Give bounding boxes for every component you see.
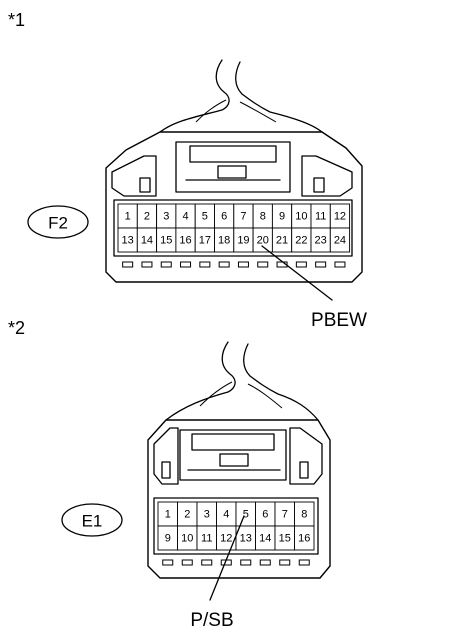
pin-number-13: 13 xyxy=(240,533,252,545)
pin-number-23: 23 xyxy=(315,235,327,247)
pin-number-7: 7 xyxy=(240,211,246,223)
pin-number-4: 4 xyxy=(182,211,188,223)
pin-number-6: 6 xyxy=(262,509,268,521)
pin-frame-1 xyxy=(113,199,353,257)
terminal-slot xyxy=(240,559,252,566)
pin-number-20: 20 xyxy=(257,235,269,247)
pin-number-10: 10 xyxy=(181,533,193,545)
lock-tab-1 xyxy=(111,141,353,197)
ref-mark-2: *2 xyxy=(8,318,25,338)
wire-harness-1 xyxy=(159,59,323,133)
pin-number-10: 10 xyxy=(295,211,307,223)
pin-number-14: 14 xyxy=(141,235,153,247)
pin-number-12: 12 xyxy=(220,533,232,545)
pin-number-9: 9 xyxy=(165,533,171,545)
pin-number-21: 21 xyxy=(276,235,288,247)
terminal-slot xyxy=(298,559,310,566)
pin-number-1: 1 xyxy=(165,509,171,521)
pin-number-8: 8 xyxy=(301,509,307,521)
pin-number-6: 6 xyxy=(221,211,227,223)
pin-number-15: 15 xyxy=(160,235,172,247)
pin-number-14: 14 xyxy=(259,533,271,545)
callout-leader-2 xyxy=(209,515,245,601)
terminal-slot xyxy=(162,559,174,566)
connector-code-badge-1: F2 xyxy=(27,205,89,239)
terminal-slot xyxy=(257,261,269,268)
terminal-slot xyxy=(237,261,249,268)
pin-number-1: 1 xyxy=(125,211,131,223)
terminal-slot xyxy=(295,261,307,268)
pin-number-12: 12 xyxy=(334,211,346,223)
pin-number-22: 22 xyxy=(295,235,307,247)
pin-frame-2 xyxy=(153,497,319,555)
wire-harness-2 xyxy=(165,341,319,421)
terminal-slot xyxy=(259,559,271,566)
pin-number-3: 3 xyxy=(204,509,210,521)
pin-number-11: 11 xyxy=(201,533,212,545)
terminal-slot xyxy=(201,559,213,566)
pin-number-8: 8 xyxy=(260,211,266,223)
connector-code-2: E1 xyxy=(82,512,103,531)
ref-mark-1: *1 xyxy=(8,10,25,30)
connector-code-badge-2: E1 xyxy=(61,503,123,537)
pin-number-3: 3 xyxy=(163,211,169,223)
pin-number-2: 2 xyxy=(184,509,190,521)
callout-label-1: PBEW xyxy=(311,310,367,331)
pin-number-17: 17 xyxy=(199,235,211,247)
terminal-slot xyxy=(181,559,193,566)
pin-number-9: 9 xyxy=(279,211,285,223)
pin-cavity-16 xyxy=(294,525,315,551)
terminal-slot xyxy=(199,261,211,268)
terminal-row-2 xyxy=(162,559,310,566)
pin-number-4: 4 xyxy=(223,509,229,521)
pin-number-5: 5 xyxy=(202,211,208,223)
pin-cavity-24 xyxy=(329,227,351,253)
lock-tab-2 xyxy=(153,427,323,485)
pin-number-7: 7 xyxy=(282,509,288,521)
terminal-slot xyxy=(160,261,172,268)
pin-number-13: 13 xyxy=(122,235,134,247)
pin-number-11: 11 xyxy=(315,211,326,223)
terminal-slot xyxy=(279,559,291,566)
connector-code-1: F2 xyxy=(48,214,68,233)
callout-label-2: P/SB xyxy=(190,610,233,631)
terminal-slot xyxy=(218,261,230,268)
pin-number-5: 5 xyxy=(243,509,249,521)
terminal-slot xyxy=(334,261,346,268)
pin-number-19: 19 xyxy=(237,235,249,247)
pin-number-24: 24 xyxy=(334,235,346,247)
pin-number-18: 18 xyxy=(218,235,230,247)
callout-leader-1 xyxy=(261,245,333,301)
terminal-slot xyxy=(315,261,327,268)
pin-number-16: 16 xyxy=(179,235,191,247)
terminal-slot xyxy=(122,261,134,268)
pin-number-15: 15 xyxy=(279,533,291,545)
pin-number-2: 2 xyxy=(144,211,150,223)
terminal-slot xyxy=(141,261,153,268)
pin-number-16: 16 xyxy=(298,533,310,545)
terminal-slot xyxy=(180,261,192,268)
